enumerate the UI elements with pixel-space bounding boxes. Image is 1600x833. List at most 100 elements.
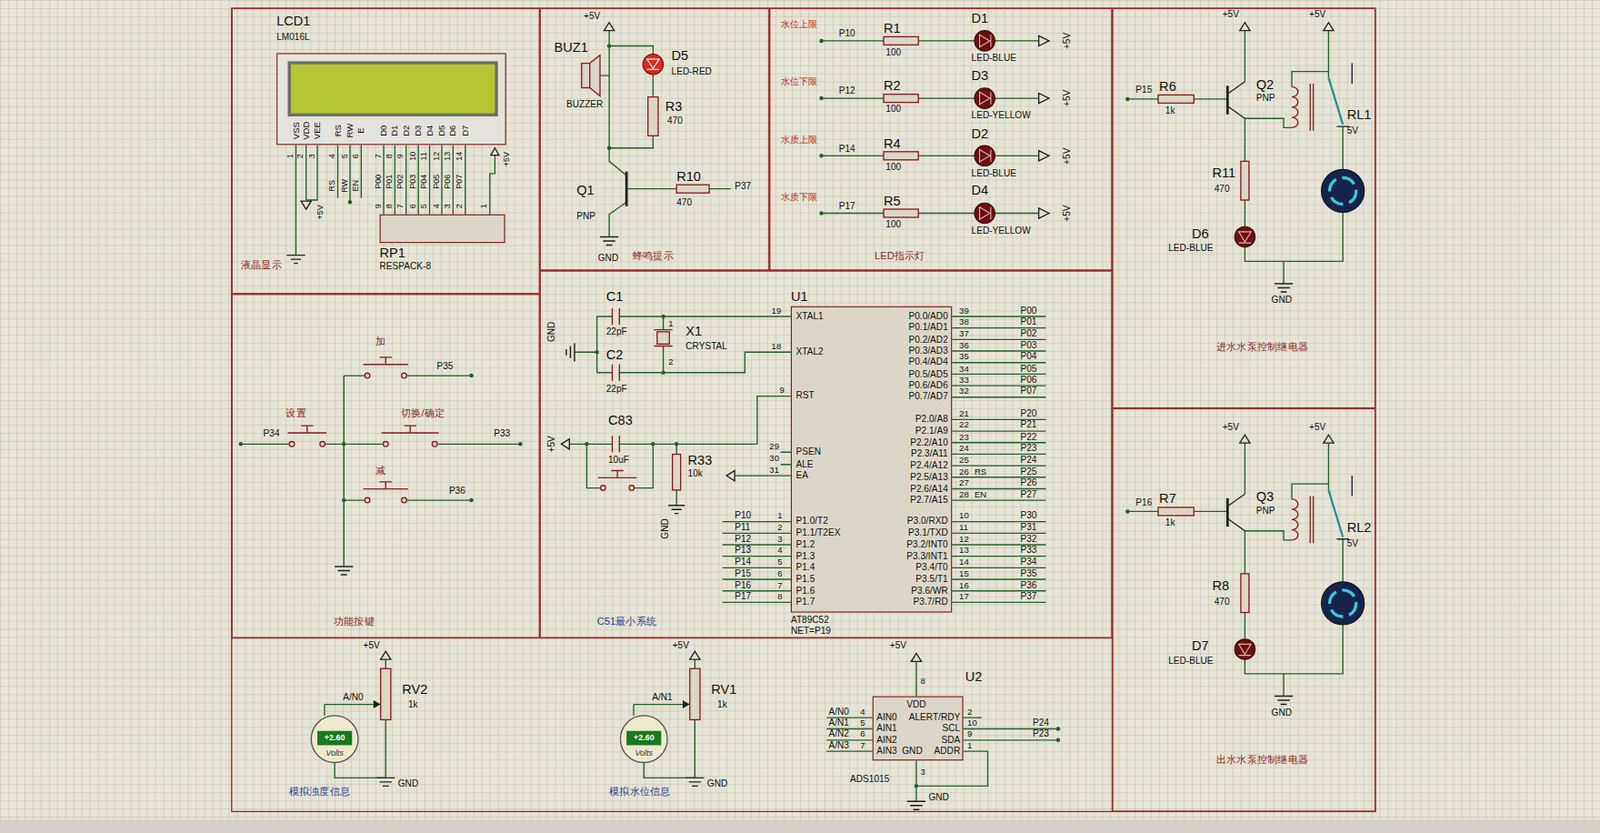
pin-name: P1.0/T2 xyxy=(796,517,829,527)
pin-name: D6 xyxy=(449,125,459,137)
part-reference: D3 xyxy=(971,69,990,83)
potentiometer-circuit xyxy=(620,650,704,786)
pin-number: 23 xyxy=(959,432,970,442)
part-value: 100 xyxy=(885,48,901,58)
pin-name: VDD xyxy=(906,700,926,710)
pin-number: 25 xyxy=(959,455,970,465)
pin-label: EN xyxy=(351,180,360,191)
pin-label: 3 xyxy=(308,153,317,159)
pin-number: 12 xyxy=(959,534,970,544)
net-label: P31 xyxy=(1020,522,1037,532)
part-value: LED-BLUE xyxy=(1168,656,1213,666)
pin-number: 11 xyxy=(959,522,969,532)
pin-name: D1 xyxy=(390,125,400,137)
pin-name: P3.5/T1 xyxy=(915,574,948,584)
pin-label: 2 xyxy=(456,203,465,209)
net-label: P30 xyxy=(1020,510,1037,520)
pin-number: 36 xyxy=(959,340,970,350)
part-value: 470 xyxy=(676,198,692,208)
pin-number: 7 xyxy=(860,740,865,750)
net-label: P24 xyxy=(1020,455,1037,465)
pin-number: 14 xyxy=(959,557,970,567)
part-reference: C2 xyxy=(606,348,624,362)
part-reference: R3 xyxy=(665,100,683,114)
power-label: GND xyxy=(547,321,557,342)
meter-unit: Volts xyxy=(325,749,344,758)
pin-name: D7 xyxy=(460,125,470,137)
pin-number: 15 xyxy=(959,569,970,579)
pin-name: D5 xyxy=(437,125,447,137)
pin-number: 38 xyxy=(959,317,970,327)
part-value: +5V xyxy=(890,640,907,650)
pin-name: P2.1/A9 xyxy=(915,426,949,436)
part-value: 100 xyxy=(885,220,901,230)
pin-name: D0 xyxy=(379,125,389,137)
pin-number: 28 xyxy=(959,490,970,500)
part-reference: R5 xyxy=(883,193,901,208)
pin-number: 4 xyxy=(860,707,865,717)
pin-number: 16 xyxy=(959,580,970,590)
region-label: 进水水泵控制继电器 xyxy=(1216,341,1309,352)
net-label: P34 xyxy=(263,430,280,440)
net-label: P23 xyxy=(1020,443,1037,453)
part-reference: LCD1 xyxy=(276,14,310,29)
pin-number: 5 xyxy=(777,557,782,567)
pin-number: 30 xyxy=(769,454,780,464)
pin-number: 2 xyxy=(967,707,972,717)
pin-number: 9 xyxy=(967,730,972,740)
pin-label: 6 xyxy=(409,203,418,209)
pin-number: EN xyxy=(974,490,987,500)
net-label: P34 xyxy=(1020,557,1037,567)
part-value: NET=P19 xyxy=(790,626,831,636)
pin-label: 5 xyxy=(340,153,350,159)
part-value: 10uF xyxy=(608,455,630,465)
power-label: +5V xyxy=(1062,204,1072,221)
pin-number: 10 xyxy=(959,510,970,520)
net-label: A/N0 xyxy=(828,707,849,717)
adc-circuit xyxy=(826,652,1060,810)
net-label: P11 xyxy=(734,522,750,532)
potentiometer-circuit xyxy=(310,650,395,786)
button-label: 设置 xyxy=(285,408,306,419)
pin-label: 4 xyxy=(432,203,441,209)
pin-label: P00 xyxy=(374,174,383,190)
net-label: P27 xyxy=(1020,490,1037,500)
part-value: BUZZER xyxy=(566,100,603,110)
pin-name: P1.6 xyxy=(796,586,816,596)
pin-label: 6 xyxy=(351,153,360,159)
net-label: P07 xyxy=(1020,387,1037,397)
meter-reading: +2.60 xyxy=(324,733,346,742)
pin-number: 13 xyxy=(959,545,970,555)
pin-name: XTAL2 xyxy=(796,347,824,357)
part-value: AT89C52 xyxy=(790,615,830,625)
pin-name: ALE xyxy=(796,460,814,470)
pin-label: 1 xyxy=(286,153,295,159)
pin-name: P0.6/AD6 xyxy=(909,380,949,390)
mcu-circuit xyxy=(560,308,1046,602)
pin-name: VDD xyxy=(301,121,311,140)
net-label: P12 xyxy=(734,534,751,544)
pin-name: P2.4/A12 xyxy=(910,460,949,470)
part-reference: U2 xyxy=(965,669,983,683)
button-label: 减 xyxy=(375,465,386,476)
pin-name: VEE xyxy=(312,121,322,140)
part-reference: R10 xyxy=(676,169,701,183)
net-label: P33 xyxy=(1020,545,1037,555)
part-value: GND xyxy=(598,254,619,264)
net-label: P06 xyxy=(1020,375,1037,385)
part-reference: C1 xyxy=(606,290,624,304)
part-reference: C83 xyxy=(608,413,633,428)
part-reference: D6 xyxy=(1191,226,1210,240)
pin-name: P3.3/INT1 xyxy=(906,551,948,561)
net-label: 水质上限 xyxy=(780,135,818,145)
part-reference: RL1 xyxy=(1347,108,1372,122)
part-reference: R8 xyxy=(1211,578,1230,592)
pin-number: 19 xyxy=(771,306,782,316)
part-value: 100 xyxy=(885,105,901,115)
part-value: LED-YELLOW xyxy=(971,226,1031,236)
part-value: +5V xyxy=(363,640,380,650)
pin-name: AIN2 xyxy=(876,735,897,745)
part-reference: Q3 xyxy=(1256,490,1274,504)
pin-name: ALERT/RDY xyxy=(909,712,961,722)
